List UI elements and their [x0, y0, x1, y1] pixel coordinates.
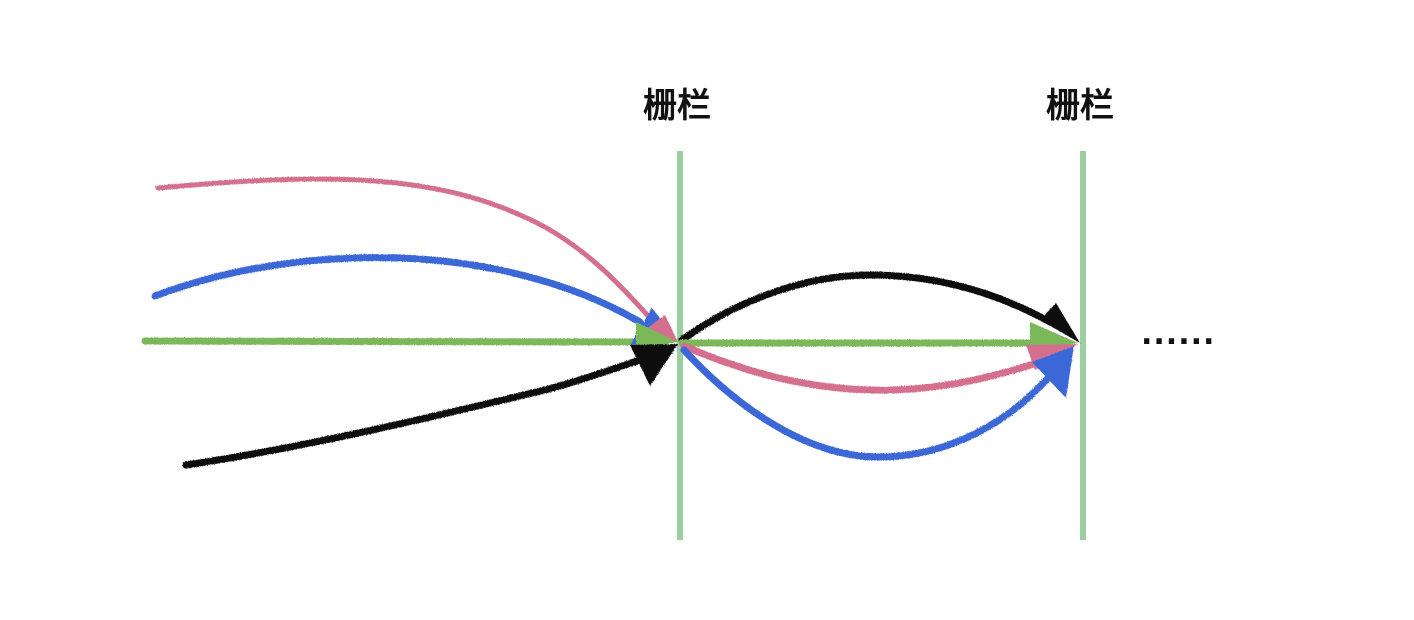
segment-2-threads — [678, 271, 1080, 461]
thread-blue-1 — [151, 254, 644, 326]
arrowhead-blue-2 — [1032, 346, 1074, 398]
arrowhead-black-2 — [1040, 303, 1080, 343]
segment-1-threads — [141, 176, 678, 469]
thread-black-1 — [182, 356, 644, 469]
thread-black-2 — [678, 271, 1054, 344]
thread-blue-2 — [680, 346, 1052, 461]
barrier-label-2: 栅栏 — [1046, 86, 1114, 126]
thread-pink-1 — [155, 176, 653, 321]
barrier-label-1: 栅栏 — [643, 86, 711, 126]
arrowhead-pink-1 — [645, 315, 678, 342]
arrowhead-green-1 — [636, 322, 678, 350]
thread-green-1 — [141, 337, 644, 346]
thread-pink-2 — [680, 342, 1044, 394]
arrowhead-black-1 — [630, 344, 678, 386]
continuation-ellipsis: ...... — [1141, 317, 1216, 352]
